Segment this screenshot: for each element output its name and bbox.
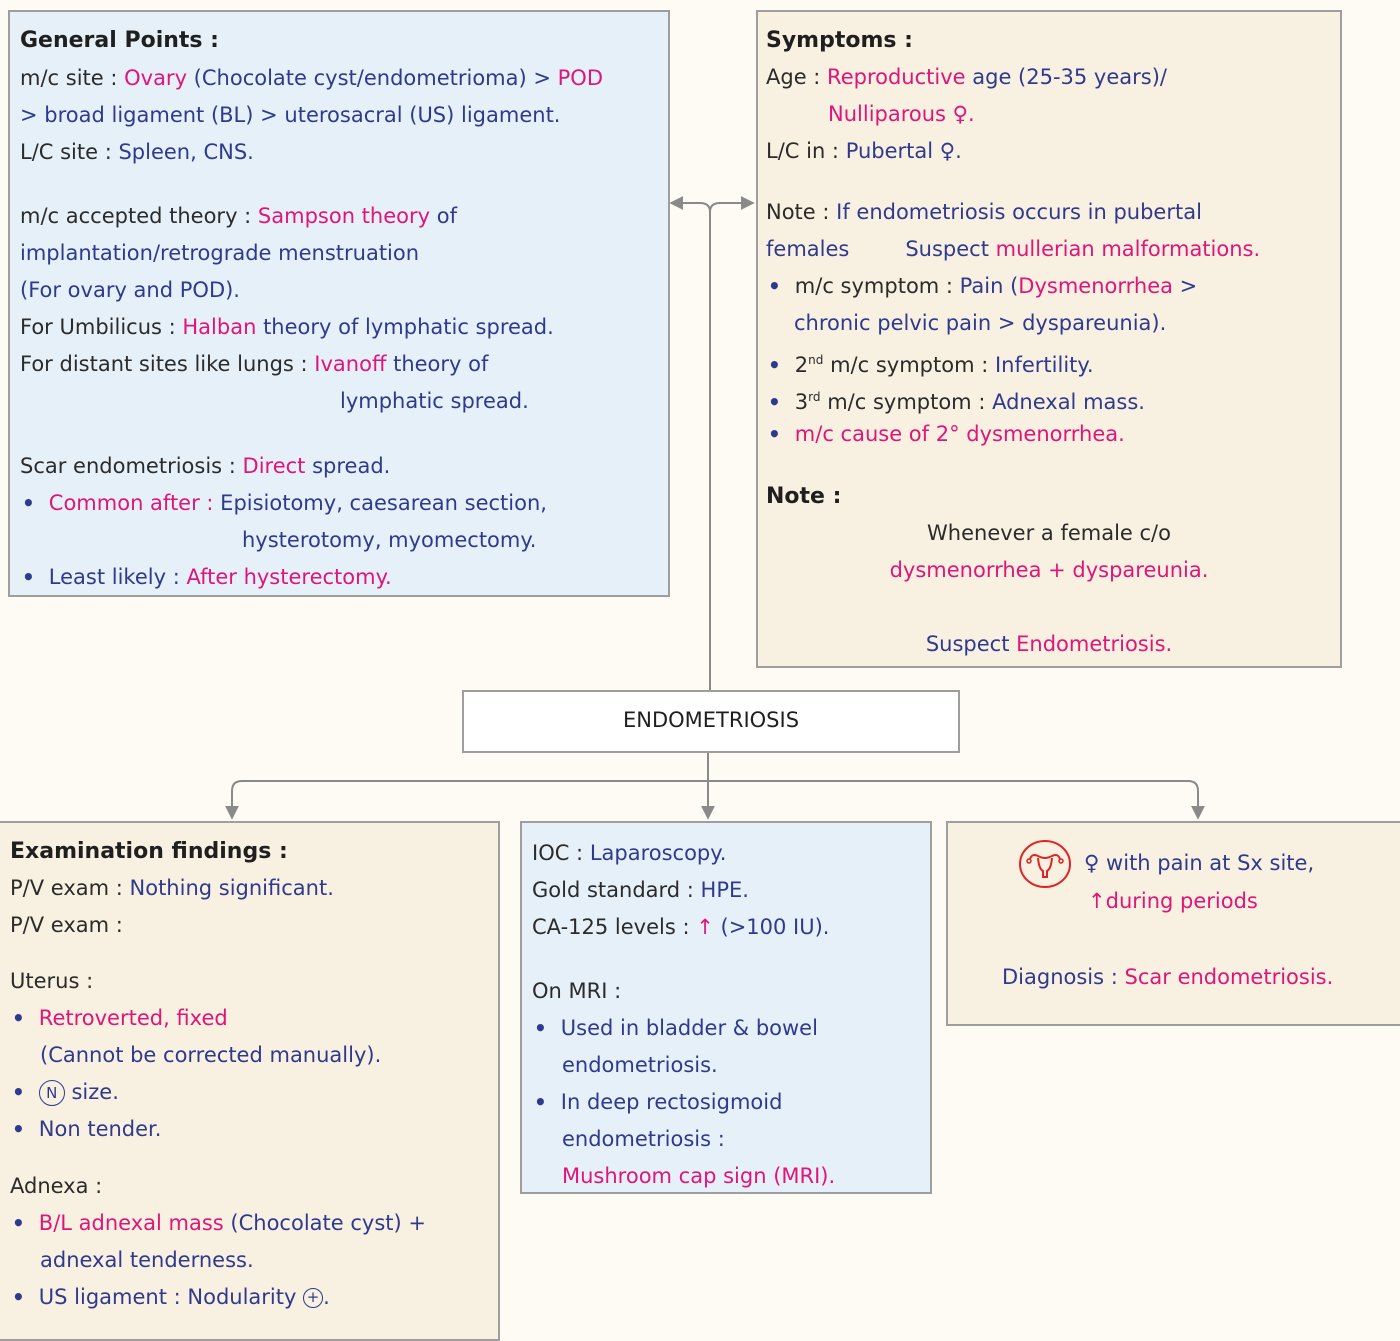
bullet-icon: •	[12, 1117, 25, 1141]
pv-exam-line: P/V exam : Nothing significant.	[10, 876, 334, 900]
bullet-icon: •	[12, 1080, 25, 1104]
bullet-icon: •	[534, 1090, 547, 1114]
adnexa-item-1b: adnexal tenderness.	[40, 1248, 254, 1272]
examination-box: Examination findings : P/V exam : Nothin…	[0, 821, 500, 1341]
page-title: ENDOMETRIOSIS	[622, 708, 800, 732]
mri-item-2b: endometriosis :	[562, 1127, 725, 1151]
distant-sites-line-2: lymphatic spread.	[340, 389, 529, 413]
uterus-item-3: •Non tender.	[12, 1117, 162, 1141]
second-symptom-item: •2nd m/c symptom : Infertility.	[768, 353, 1094, 377]
dysmenorrhea-cause-item: •m/c cause of 2° dysmenorrhea.	[768, 422, 1125, 446]
note-text-1: Whenever a female c/o	[927, 521, 1171, 545]
uterus-item-1b: (Cannot be corrected manually).	[40, 1043, 382, 1067]
normal-circle-icon: N	[38, 1080, 65, 1106]
ioc-line: IOC : Laparoscopy.	[532, 841, 727, 865]
symptoms-box: Symptoms : Age : Reproductive age (25-35…	[756, 10, 1342, 668]
uterus-label: Uterus :	[10, 969, 94, 993]
note-line: Note : If endometriosis occurs in pubert…	[766, 200, 1202, 224]
lc-in-line: L/C in : Pubertal ♀.	[766, 139, 962, 163]
bullet-icon: •	[12, 1285, 25, 1309]
plus-circle-icon: +	[303, 1288, 324, 1308]
bullet-icon: •	[768, 274, 781, 298]
mc-site-line-2: > broad ligament (BL) > uterosacral (US)…	[20, 103, 561, 127]
mc-site-line: m/c site : Ovary (Chocolate cyst/endomet…	[20, 66, 604, 90]
uterus-item-1: •Retroverted, fixed	[12, 1006, 228, 1030]
scar-text-2: ↑during periods	[1088, 889, 1258, 913]
theory-line: m/c accepted theory : Sampson theory of	[20, 204, 457, 228]
scar-line: Scar endometriosis : Direct spread.	[20, 454, 391, 478]
gold-standard-line: Gold standard : HPE.	[532, 878, 749, 902]
adnexa-label: Adnexa :	[10, 1174, 103, 1198]
endometriosis-title-box: ENDOMETRIOSIS	[462, 690, 960, 753]
bullet-icon: •	[12, 1006, 25, 1030]
uterus-item-2: •N size.	[12, 1080, 119, 1106]
adnexa-item-2: •US ligament : Nodularity +.	[12, 1285, 330, 1309]
note-text-3: Suspect Endometriosis.	[925, 632, 1173, 656]
bullet-icon: •	[768, 390, 781, 414]
pv-exam-line-2: P/V exam :	[10, 913, 123, 937]
age-line: Age : Reproductive age (25-35 years)/	[766, 65, 1167, 89]
bullet-icon: •	[22, 565, 35, 589]
common-after-item-2: hysterotomy, myomectomy.	[242, 528, 537, 552]
investigations-box: IOC : Laparoscopy. Gold standard : HPE. …	[520, 821, 932, 1194]
least-likely-item: •Least likely : After hysterectomy.	[22, 565, 392, 589]
adnexa-item-1: •B/L adnexal mass (Chocolate cyst) +	[12, 1211, 426, 1235]
up-arrow-icon: ↑	[1088, 889, 1106, 913]
bullet-icon: •	[768, 353, 781, 377]
mri-item-2: •In deep rectosigmoid	[534, 1090, 783, 1114]
bullet-icon: •	[22, 491, 35, 515]
theory-line-3: (For ovary and POD).	[20, 278, 240, 302]
scar-endometriosis-box: ♀ with pain at Sx site, ↑during periods …	[946, 821, 1400, 1026]
ca125-line: CA-125 levels : ↑ (>100 IU).	[532, 915, 830, 939]
examination-heading: Examination findings :	[10, 839, 288, 864]
lc-site-line: L/C site : Spleen, CNS.	[20, 140, 254, 164]
common-after-item: •Common after : Episiotomy, caesarean se…	[22, 491, 547, 515]
scar-diagnosis: Diagnosis : Scar endometriosis.	[1002, 965, 1334, 989]
mc-symptom-item-2: chronic pelvic pain > dyspareunia).	[794, 311, 1167, 335]
note-text-2: dysmenorrhea + dyspareunia.	[889, 558, 1209, 582]
distant-sites-line: For distant sites like lungs : Ivanoff t…	[20, 352, 489, 376]
bullet-icon: •	[768, 422, 781, 446]
mri-label: On MRI :	[532, 979, 622, 1003]
mri-item-1: •Used in bladder & bowel	[534, 1016, 818, 1040]
general-points-box: General Points : m/c site : Ovary (Choco…	[8, 10, 670, 597]
mri-item-1b: endometriosis.	[562, 1053, 718, 1077]
symptoms-heading: Symptoms :	[766, 28, 913, 53]
third-symptom-item: •3rd m/c symptom : Adnexal mass.	[768, 390, 1145, 414]
up-arrow-icon: ↑	[696, 915, 714, 939]
age-line-2: Nulliparous ♀.	[828, 102, 975, 126]
mc-symptom-item: •m/c symptom : Pain (Dysmenorrhea >	[768, 274, 1198, 298]
uterus-icon	[1019, 840, 1071, 888]
theory-line-2: implantation/retrograde menstruation	[20, 241, 420, 265]
umbilicus-line: For Umbilicus : Halban theory of lymphat…	[20, 315, 554, 339]
note-heading: Note :	[766, 484, 842, 509]
general-points-heading: General Points :	[20, 28, 219, 53]
scar-text-1: ♀ with pain at Sx site,	[1084, 851, 1315, 875]
bullet-icon: •	[534, 1016, 547, 1040]
bullet-icon: •	[12, 1211, 25, 1235]
mushroom-cap-sign: Mushroom cap sign (MRI).	[562, 1164, 836, 1188]
